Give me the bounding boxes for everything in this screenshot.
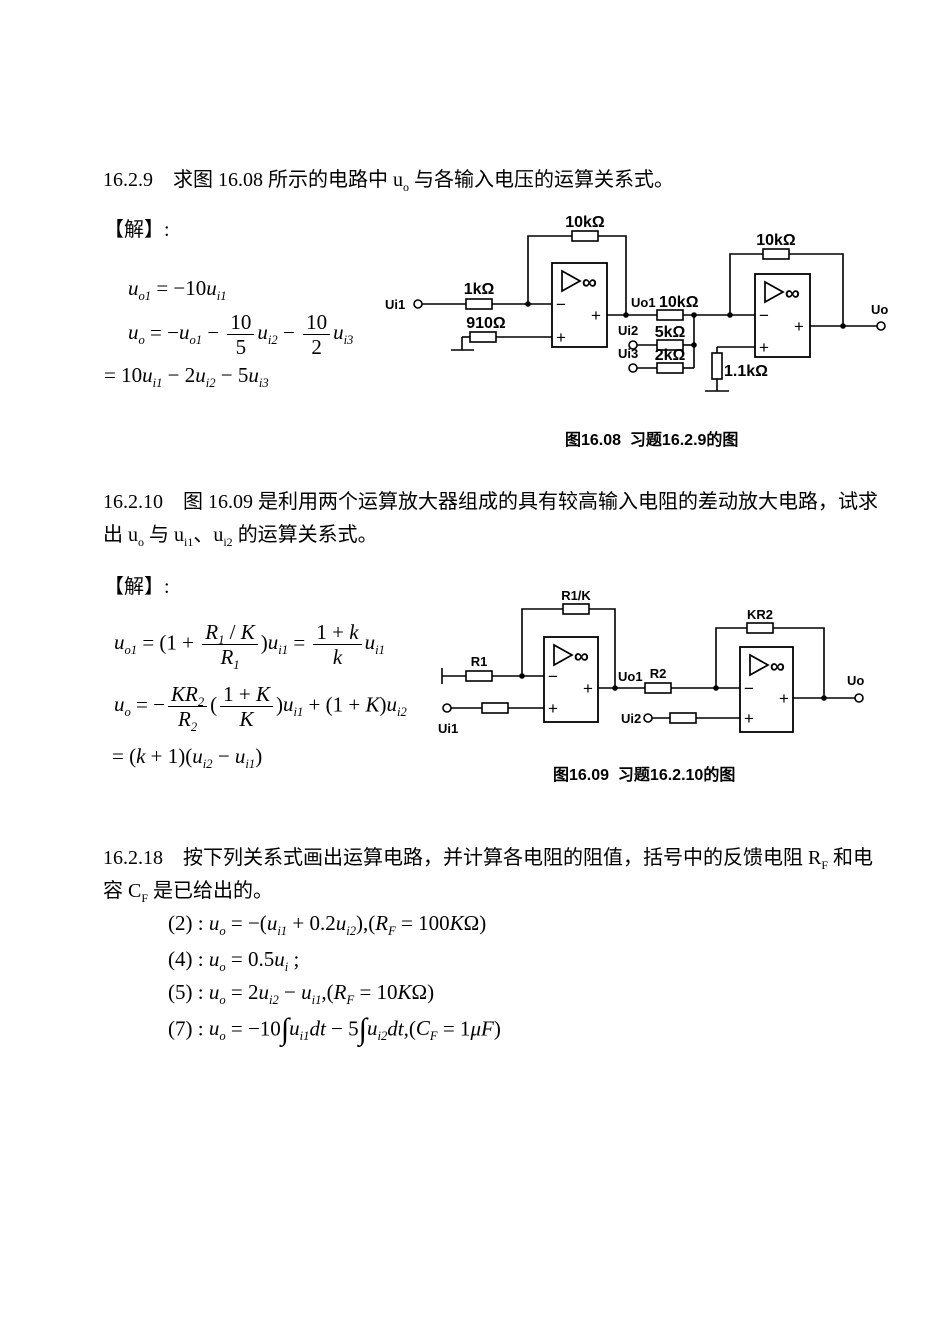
inverting-input-sign: − [556, 295, 566, 314]
equation-p3-2: (4) : uo = 0.5ui ; [168, 947, 300, 975]
label-resistor-1-1k: 1.1kΩ [724, 363, 768, 380]
output-sign: + [794, 317, 804, 336]
node [691, 312, 697, 318]
figure-16-09-caption: 图16.09 习题16.2.10的图 [553, 767, 736, 784]
noninverting-input-sign: + [744, 709, 754, 728]
resistor-r2 [644, 682, 672, 694]
label-uo1: Uo1 [631, 295, 656, 310]
solution-label-2: 【解】: [104, 576, 170, 598]
problem-16-2-9-heading: 16.2.9 求图 16.08 所示的电路中 uo 与各输入电压的运算关系式。 [103, 169, 674, 194]
inverting-input-sign: − [548, 667, 558, 686]
resistor-feedback-2 [762, 248, 790, 260]
label-uo: Uo [871, 302, 888, 317]
label-resistor-2k: 2kΩ [655, 347, 686, 364]
label-resistor-feedback-2: 10kΩ [756, 232, 796, 249]
equation-p1-3: = 10ui1 − 2ui2 − 5ui3 [104, 363, 269, 391]
noninverting-input-sign: + [759, 338, 769, 357]
equation-p2-3: = (k + 1)(ui2 − ui1) [112, 744, 263, 772]
terminal-ui3 [628, 363, 638, 373]
terminal-ui2 [643, 713, 653, 723]
node [525, 301, 531, 307]
label-resistor-mid-10k: 10kΩ [659, 294, 699, 311]
output-sign: + [779, 689, 789, 708]
terminal-ui2 [628, 340, 638, 350]
resistor-ui1-input [481, 702, 509, 714]
infinity-icon: ∞ [785, 282, 800, 305]
equation-p3-3: (5) : uo = 2ui2 − ui1,(RF = 10KΩ) [168, 980, 435, 1008]
label-ui1: Ui1 [385, 297, 405, 312]
infinity-icon: ∞ [582, 271, 597, 294]
node [691, 342, 697, 348]
figure-16-08-circuit: ∞ − + + ∞ − + + Ui1 1kΩ 910Ω 10kΩ Uo1 10… [385, 214, 888, 392]
output-sign: + [583, 679, 593, 698]
resistor-r1-over-k [562, 603, 590, 615]
equation-p1-1: uo1 = −10ui1 [128, 276, 227, 304]
inverting-input-sign: − [744, 679, 754, 698]
node [821, 695, 827, 701]
label-resistor-feedback-1: 10kΩ [565, 214, 605, 231]
infinity-icon: ∞ [574, 645, 589, 668]
problem-16-2-18-heading: 16.2.18 按下列关系式画出运算电路，并计算各电阻的阻值，括号中的反馈电阻 … [103, 847, 874, 905]
terminal-ui1 [413, 299, 423, 309]
label-ui1: Ui1 [438, 721, 458, 736]
resistor-1-1k [711, 352, 723, 380]
resistor-ui2-input [669, 712, 697, 724]
output-sign: + [591, 306, 601, 325]
node [727, 312, 733, 318]
label-ui2: Ui2 [618, 323, 638, 338]
opamp-triangle-icon [553, 643, 574, 667]
wires [441, 608, 855, 719]
label-kr2: KR2 [747, 607, 773, 622]
inverting-input-sign: − [759, 306, 769, 325]
resistor-910 [469, 331, 497, 343]
label-resistor-1k: 1kΩ [464, 281, 495, 298]
resistor-mid-10k [656, 309, 684, 321]
opamp-triangle-icon [749, 653, 770, 677]
equation-p3-1: (2) : uo = −(ui1 + 0.2ui2),(RF = 100KΩ) [168, 911, 487, 939]
infinity-icon: ∞ [770, 655, 785, 678]
opamp-2: ∞ − + + [754, 273, 811, 358]
label-uo: Uo [847, 673, 864, 688]
opamp-triangle-icon [764, 280, 785, 304]
figure-16-08-caption: 图16.08 习题16.2.9的图 [565, 432, 739, 449]
label-r1: R1 [471, 654, 488, 669]
opamp-2: ∞ − + + [739, 646, 794, 733]
noninverting-input-sign: + [556, 328, 566, 347]
resistor-r1 [465, 670, 493, 682]
label-uo1: Uo1 [618, 669, 643, 684]
opamp-1: ∞ − + + [551, 262, 608, 348]
resistor-2k [656, 362, 684, 374]
terminal-uo [876, 321, 886, 331]
solution-label-1: 【解】: [104, 219, 170, 241]
node [612, 685, 618, 691]
label-ui3: Ui3 [618, 346, 638, 361]
noninverting-input-sign: + [548, 699, 558, 718]
resistor-1k [465, 298, 493, 310]
label-resistor-910: 910Ω [466, 315, 506, 332]
node [840, 323, 846, 329]
label-ui2: Ui2 [621, 711, 641, 726]
resistor-kr2 [746, 622, 774, 634]
problem-16-2-10-heading: 16.2.10 图 16.09 是利用两个运算放大器组成的具有较高输入电阻的差动… [103, 491, 878, 549]
label-r1-over-k: R1/K [561, 588, 591, 603]
equation-p3-4: (7) : uo = −10∫ui1dt − 5∫ui2dt,(CF = 1μF… [168, 1012, 501, 1046]
resistor-5k [656, 339, 684, 351]
node [623, 312, 629, 318]
opamp-triangle-icon [561, 269, 582, 293]
figure-16-09-circuit: ∞ − + + ∞ − + + R1 R1/K Ui1 Uo1 R2 KR2 U… [438, 588, 864, 736]
opamp-1: ∞ − + + [543, 636, 599, 723]
resistor-feedback-1 [571, 230, 599, 242]
label-resistor-5k: 5kΩ [655, 324, 686, 341]
node [519, 673, 525, 679]
terminal-ui1 [442, 703, 452, 713]
node [713, 685, 719, 691]
label-r2: R2 [650, 666, 667, 681]
terminal-uo [854, 693, 864, 703]
